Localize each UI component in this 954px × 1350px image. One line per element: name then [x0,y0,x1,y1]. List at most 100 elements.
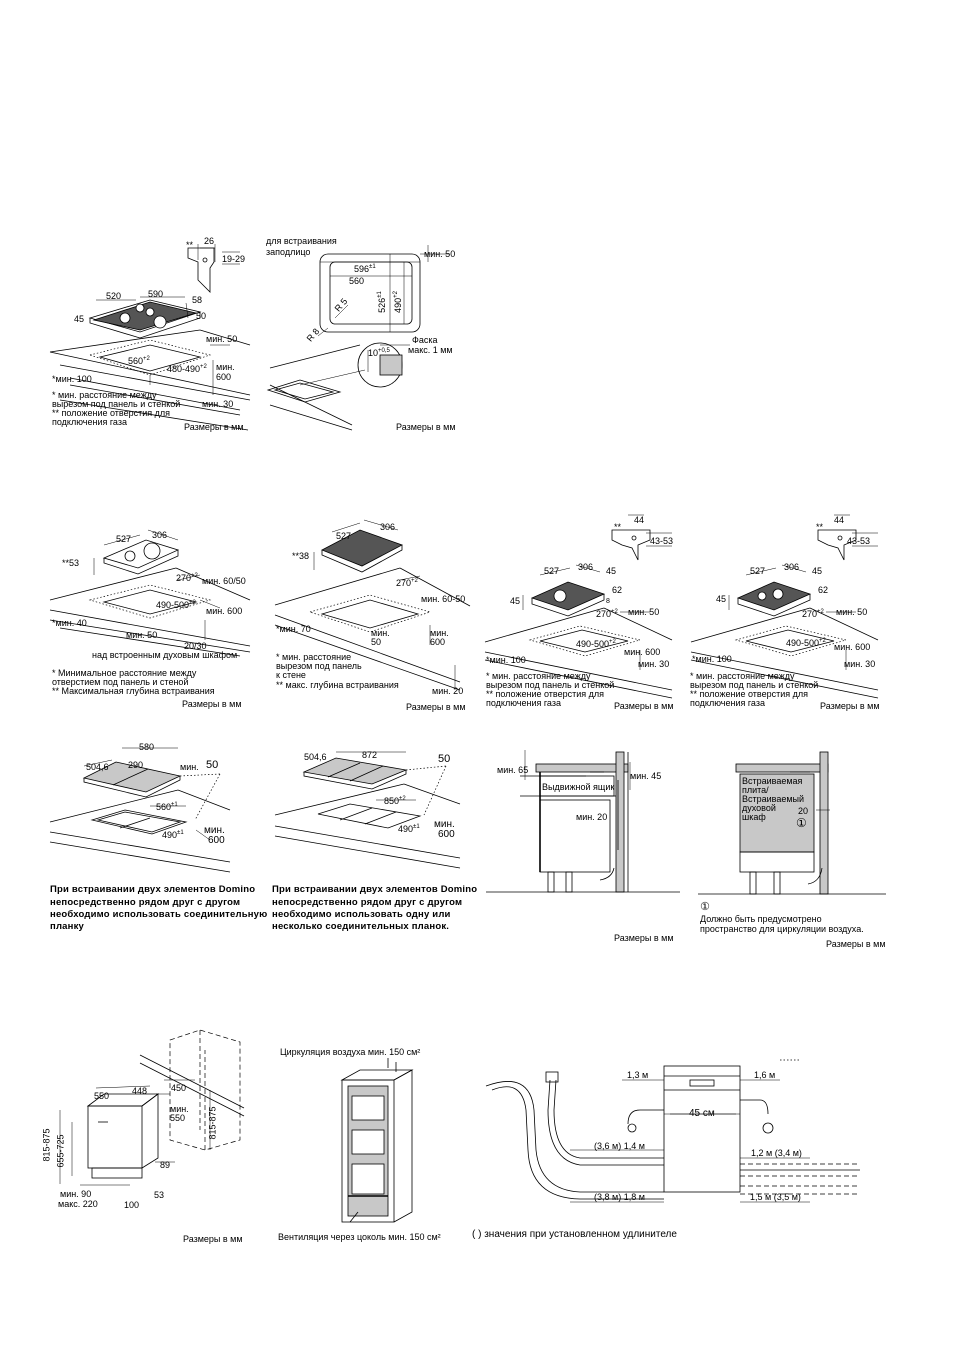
d3-units: Размеры в мм [182,699,242,709]
d1-560: 560+2 [128,356,150,366]
d3-490-500: 490-500+2 [156,600,196,610]
d6-note2b: подключения газа [690,698,765,708]
d6-43-53: 43-53 [847,536,871,546]
d1-note2b: подключения газа [52,417,127,427]
d6-270: 270+2 [802,609,824,619]
d4-min50a: мин. [371,628,390,638]
d1-590: 590 [148,289,164,299]
d4-note1a: * мин. расстояние [276,652,352,662]
d11-550: 550 [94,1091,110,1101]
d4-306: 306 [380,522,396,532]
d6-mark: ** [816,522,824,532]
d5-min100: *мин. 100 [486,655,526,665]
d8-caption3: необходимо использовать одну или [272,909,451,920]
d11-450: 450 [171,1083,187,1093]
d2-units: Размеры в мм [396,422,456,432]
d13-38-18: (3,8 м) 1,8 м [594,1192,645,1202]
d10-note2: пространство для циркуляции воздуха. [700,924,864,934]
d5-527: 527 [544,566,560,576]
d6-490-500: 490-500+2 [786,638,826,648]
d5-490-500: 490-500+2 [576,639,616,649]
d7-min600a: мин. [204,825,225,836]
d10-note-circle: ① [700,901,710,913]
d7-caption4: планку [50,921,85,932]
d2-chamfer-a: Фаска [412,335,438,345]
d6-note1b: вырезом под панель и стенкой [690,680,819,690]
d1-mark: ** [186,240,194,250]
d1-19-29: 19-29 [222,254,246,264]
d2-560: 560 [349,276,365,286]
d2-chamfer-b: макс. 1 мм [408,345,453,355]
d7-min600b: 600 [208,835,225,846]
d6-527: 527 [750,566,766,576]
d10-circle: ① [796,816,807,830]
d13-45cm: 45 см [689,1108,715,1119]
d8-50: 50 [438,753,451,765]
d3-oven: над встроенным духовым шкафом [92,650,238,660]
d6-306: 306 [784,562,800,572]
d10-20: 20 [798,806,809,816]
d4-units: Размеры в мм [406,702,466,712]
d11-53: 53 [154,1190,165,1200]
d11-100: 100 [124,1200,140,1210]
d6-note2a: ** положение отверстия для [690,689,808,699]
d7-290: 290 [128,760,144,770]
d8-caption4: несколько соединительных планок. [272,921,450,932]
d1-note2a: ** положение отверстия для [52,408,170,418]
d5-units: Размеры в мм [614,701,674,711]
d9-drawer: Выдвижной ящик [542,782,615,792]
d11-min550a: мин. [170,1104,189,1114]
d5-45b: 45 [510,596,521,606]
d11-448: 448 [132,1086,148,1096]
d3-note1a: * Минимальное расстояние между [52,668,197,678]
d10-oven1: Встраиваемая [742,776,803,786]
d7-caption2: непосредственно рядом друг с другом [50,897,241,908]
d10-oven4: духовой [742,803,776,813]
d3-min50: мин. 50 [126,630,158,640]
d11-min550b: 550 [170,1113,186,1123]
d4-min600b: 600 [430,637,446,647]
d8-490: 490±1 [398,824,420,834]
d8-min600b: 600 [438,829,455,840]
d2-flush-b: заподлицо [266,247,311,257]
d3-306: 306 [152,530,168,540]
d9-min65: мин. 65 [497,765,529,775]
d11-max220: макс. 220 [58,1199,98,1209]
d4-270: 270+2 [396,578,418,588]
d3-53: **53 [62,558,80,568]
d4-note2: ** макс. глубина встраивания [276,680,399,690]
d13-12-34: 1,2 м (3,4 м) [751,1148,802,1158]
d5-note2b: подключения газа [486,698,561,708]
d13-13: 1,3 м [627,1070,649,1080]
d6-62: 62 [818,585,829,595]
d3-527: 527 [116,534,132,544]
d5-45a: 45 [606,566,617,576]
d2-flush-a: для встраивания [266,236,337,246]
d1-note1b: вырезом под панель и стенкой [52,399,181,409]
d3-min40: *мин. 40 [52,618,87,628]
d12-air-top: Циркуляция воздуха мин. 150 см² [280,1047,421,1057]
d8-min600a: мин. [434,819,455,830]
d9-min45: мин. 45 [630,771,662,781]
d5-306: 306 [578,562,594,572]
d1-min100: *мин. 100 [52,374,92,384]
d5-43-53: 43-53 [650,536,674,546]
d4-note1b: вырезом под панель [276,661,362,671]
d5-note1b: вырезом под панель и стенкой [486,680,615,690]
d7-580: 580 [139,742,155,752]
d8-872: 872 [362,750,378,760]
d4-min70: *мин. 70 [276,624,311,634]
d5-mark: ** [614,522,622,532]
d8-504: 504,6 [304,752,327,762]
d4-note1c: к стене [276,670,306,680]
d3-20-30: 20/30 [184,641,207,651]
d3-270: 270+2 [176,573,198,583]
d7-caption1: При встраивании двух элементов Domino [50,884,256,895]
d1-units: Размеры в мм [184,422,244,432]
d6-note1a: * мин. расстояние между [690,671,795,681]
d1-520: 520 [106,291,122,301]
